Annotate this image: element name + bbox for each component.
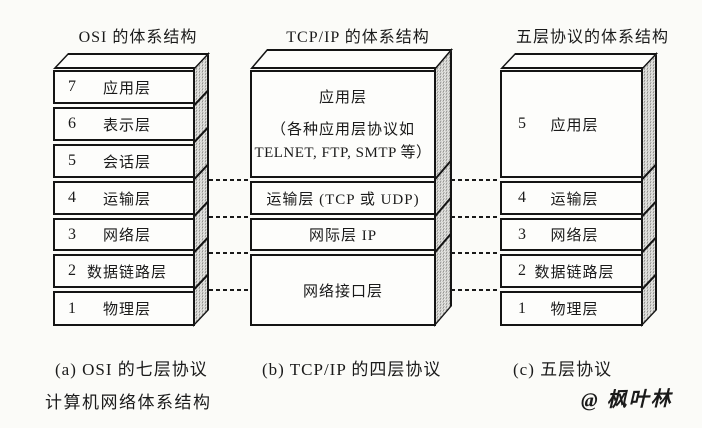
five-layer-application: 5 应用层 <box>500 70 643 178</box>
osi-stack-title: OSI 的体系结构 <box>78 29 198 46</box>
osi-layer-physical: 1 物理层 <box>53 291 195 326</box>
caption-a: (a) OSI 的七层协议 <box>55 360 208 379</box>
layer-label: 表示层 <box>102 117 151 134</box>
osi-layer-transport: 4 运输层 <box>53 181 195 215</box>
five-layer-physical: 1 物理层 <box>500 291 643 326</box>
layer-label: 网络层 <box>102 228 151 244</box>
tcpip-layer-transport: 运输层 (TCP 或 UDP) <box>250 181 436 215</box>
tcpip-layer-internet: 网际层 IP <box>250 218 436 251</box>
caption-b: (b) TCP/IP 的四层协议 <box>262 360 442 379</box>
layer-label: 物理层 <box>102 302 151 318</box>
tcpip-stack: 应用层 （各种应用层协议如 TELNET, FTP, SMTP 等） 运输层 (… <box>250 47 454 328</box>
layer-number: 2 <box>518 262 526 279</box>
osi-stack-top-face <box>53 53 211 69</box>
layer-subline: （各种应用层协议如 <box>270 122 415 138</box>
layer-number: 4 <box>68 189 76 206</box>
layer-mapping-dashed-line <box>209 216 250 218</box>
layer-number: 2 <box>68 262 76 279</box>
layer-label: 会话层 <box>102 154 151 171</box>
osi-layer-datalink: 2 数据链路层 <box>53 254 195 288</box>
five-layer-network: 3 网络层 <box>500 218 643 251</box>
layer-number: 7 <box>68 78 76 95</box>
layer-label: 运输层 <box>550 191 599 208</box>
osi-layer-session: 5 会话层 <box>53 144 195 178</box>
layer-mapping-dashed-line <box>451 289 500 291</box>
five-stack-top-face <box>500 53 659 69</box>
layer-label: 数据链路层 <box>86 264 167 281</box>
layer-number: 6 <box>68 115 76 132</box>
layer-label: 运输层 <box>102 191 151 208</box>
layer-label: 应用层 <box>550 117 599 134</box>
layer-label: 网际层 IP <box>308 228 378 244</box>
layer-mapping-dashed-line <box>209 289 250 291</box>
layer-number: 5 <box>68 152 76 169</box>
layer-label: 网络层 <box>550 228 599 244</box>
tcpip-layer-application: 应用层 （各种应用层协议如 TELNET, FTP, SMTP 等） <box>250 70 436 178</box>
layer-label: 网络接口层 <box>302 283 383 300</box>
watermark-signature: @ 枫叶林 <box>580 388 673 412</box>
layer-number: 3 <box>518 225 526 243</box>
caption-c: (c) 五层协议 <box>513 360 613 379</box>
five-layer-datalink: 2 数据链路层 <box>500 254 643 288</box>
layer-label: 运输层 (TCP 或 UDP) <box>266 191 420 208</box>
osi-layer-network: 3 网络层 <box>53 218 195 251</box>
layer-label: 物理层 <box>550 302 599 318</box>
layer-label: 应用层 <box>318 90 367 106</box>
layer-label: 数据链路层 <box>534 264 615 281</box>
layer-number: 5 <box>518 115 526 132</box>
five-layer-stack: 5 应用层 4 运输层 3 网络层 2 数据链路层 1 物理层 <box>500 51 659 327</box>
layer-mapping-dashed-line <box>451 252 500 254</box>
layer-mapping-dashed-line <box>451 179 500 181</box>
layer-subline: TELNET, FTP, SMTP 等） <box>254 145 432 161</box>
five-stack-title: 五层协议的体系结构 <box>515 29 669 46</box>
tcpip-stack-title: TCP/IP 的体系结构 <box>286 29 430 46</box>
layer-number: 4 <box>518 189 526 206</box>
tcpip-stack-side-face <box>434 47 452 328</box>
layer-number: 1 <box>518 299 526 317</box>
tcpip-stack-top-face <box>250 49 454 69</box>
layer-number: 1 <box>68 299 76 317</box>
osi-layer-presentation: 6 表示层 <box>53 107 195 141</box>
layer-mapping-dashed-line <box>209 252 250 254</box>
figure-title: 计算机网络体系结构 <box>45 393 212 412</box>
layer-mapping-dashed-line <box>209 179 250 181</box>
osi-stack: 7 应用层 6 表示层 5 会话层 4 运输层 3 网络层 2 数据链路层 1 … <box>53 51 211 327</box>
osi-layer-application: 7 应用层 <box>53 70 195 104</box>
tcpip-layer-network-interface: 网络接口层 <box>250 254 436 326</box>
layer-number: 3 <box>68 225 76 243</box>
layer-label: 应用层 <box>102 80 151 97</box>
layer-mapping-dashed-line <box>451 216 500 218</box>
five-layer-transport: 4 运输层 <box>500 181 643 215</box>
